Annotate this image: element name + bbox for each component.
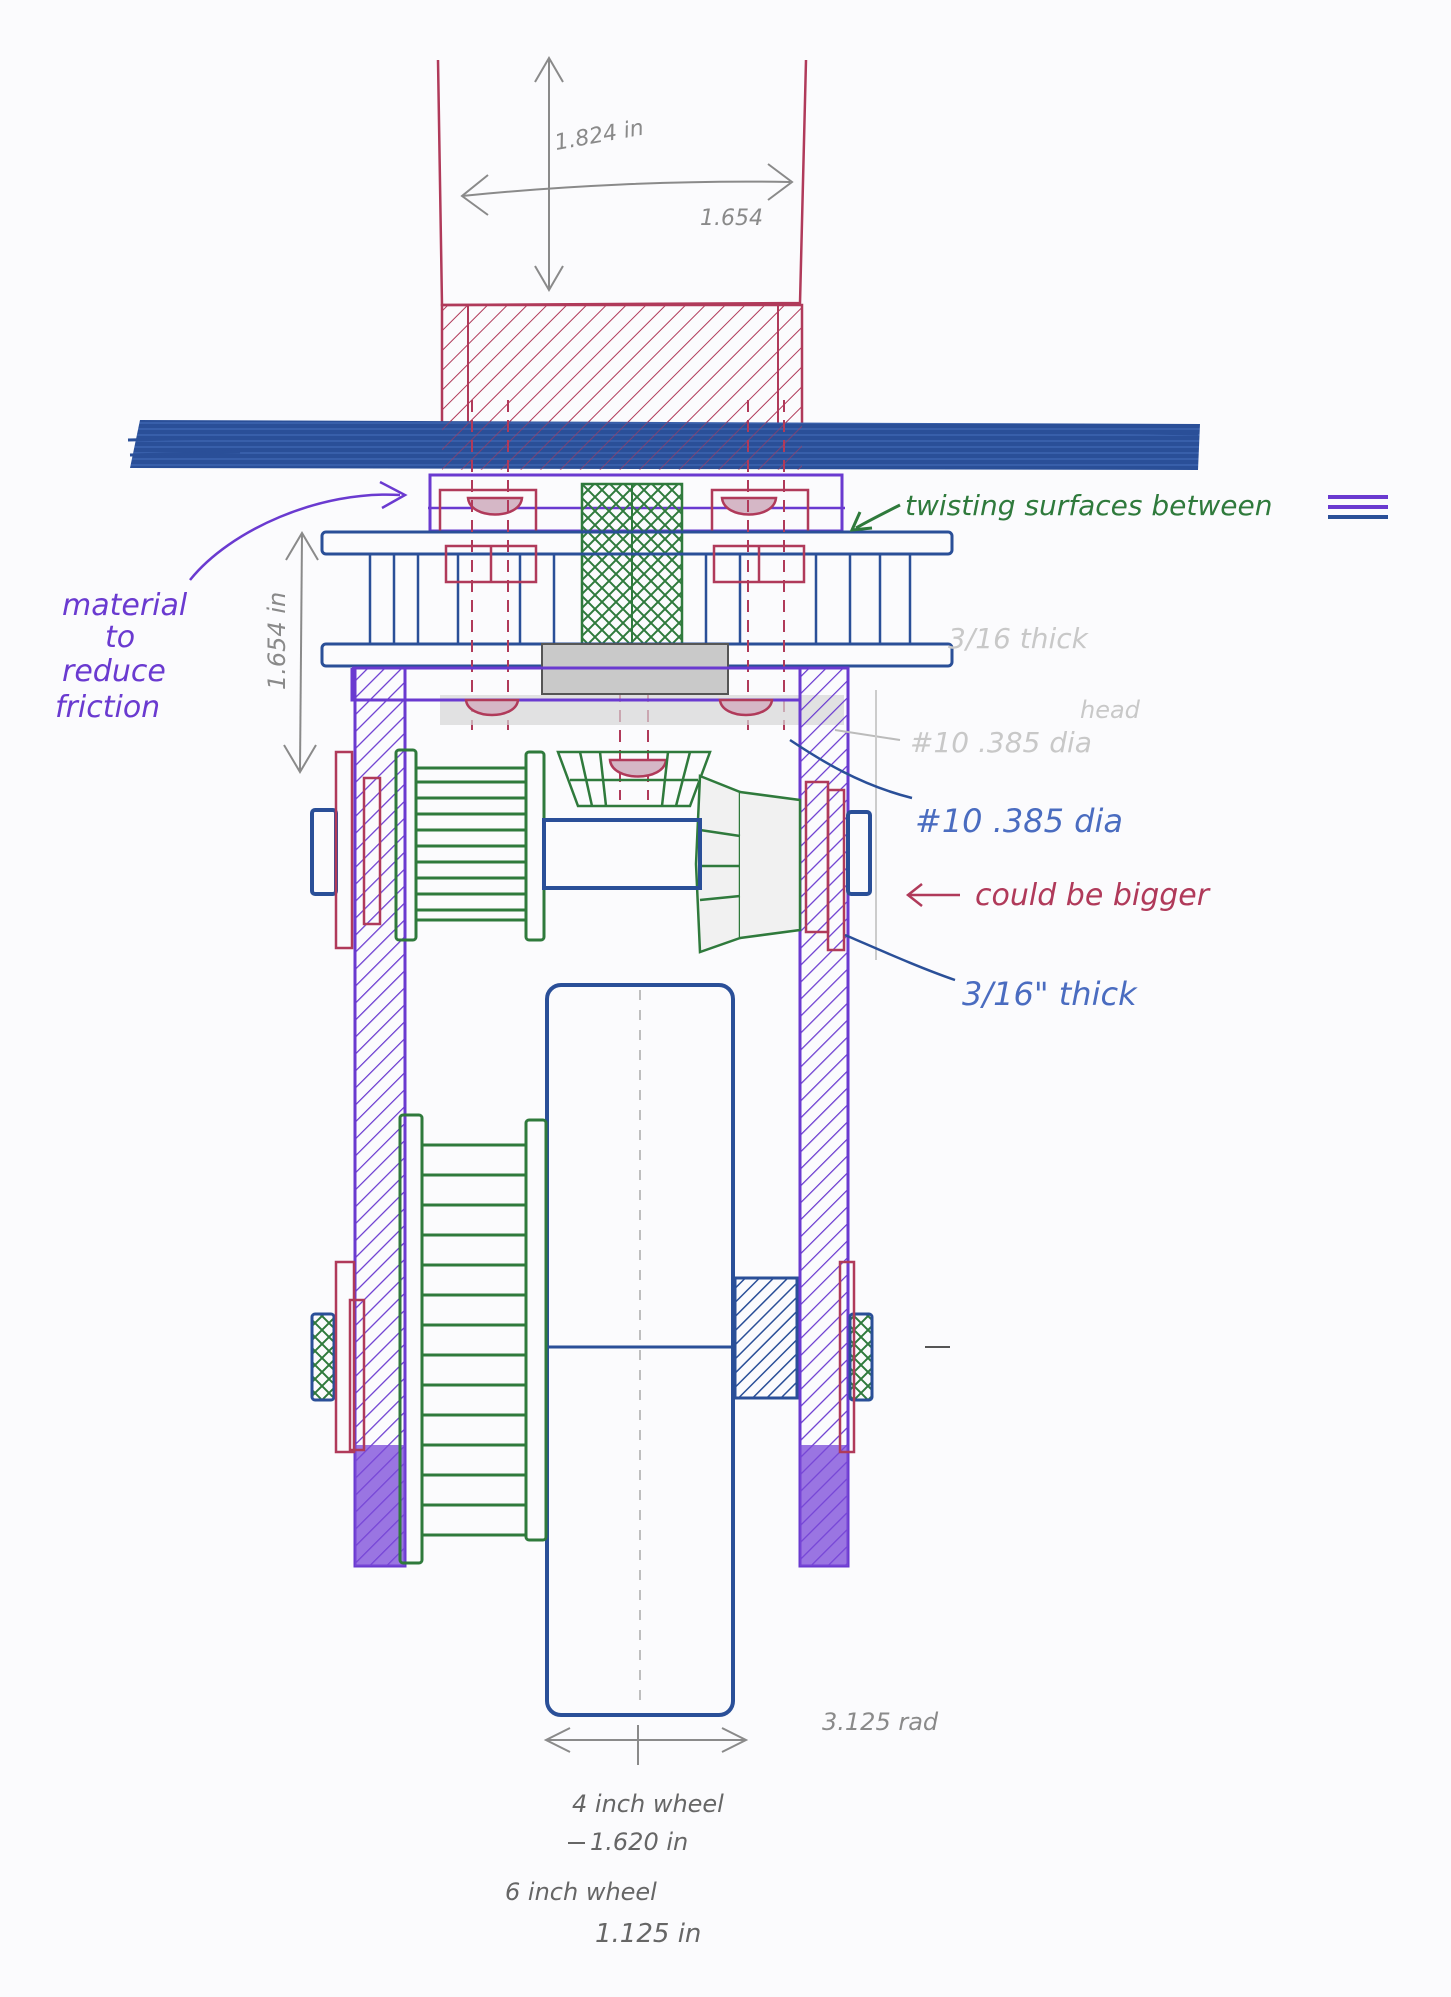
material-label-line2: to bbox=[105, 620, 135, 655]
tube-width-label: 1.654 bbox=[700, 206, 763, 231]
bearing-ribs bbox=[368, 554, 912, 644]
frame-gap-label: 1.654 in bbox=[263, 592, 291, 690]
bolt-label: #10 .385 dia bbox=[915, 802, 1123, 840]
bearing-nut-blocks bbox=[444, 544, 806, 584]
upper-spool bbox=[394, 748, 546, 942]
bolt-heads-lower bbox=[464, 698, 774, 778]
material-label-line1: material bbox=[62, 588, 188, 623]
bevel-gear-side bbox=[694, 774, 802, 954]
tube-dimension-arrows bbox=[460, 56, 794, 292]
faint-leader bbox=[834, 729, 901, 741]
faint-thickness-note: 3/16 thick bbox=[948, 622, 1090, 655]
twisting-label: twisting surfaces between bbox=[905, 489, 1272, 522]
lower-axle-ends bbox=[310, 1312, 874, 1402]
faint-head-note: head bbox=[1080, 696, 1141, 724]
lower-axle-hub bbox=[733, 1276, 799, 1400]
wheel-6in-value: 1.125 in bbox=[595, 1919, 701, 1949]
tube-height-label: 1.824 in bbox=[553, 116, 646, 156]
caster-wheel bbox=[545, 983, 735, 1717]
material-label-line3: reduce bbox=[62, 654, 166, 689]
twisting-legend-marks bbox=[1328, 495, 1388, 519]
lower-spool bbox=[398, 1113, 548, 1565]
tube-through-plate bbox=[442, 420, 802, 470]
material-label-line4: friction bbox=[55, 690, 160, 725]
faint-bolt-note: #10 .385 dia bbox=[910, 726, 1092, 759]
thick-label: 3/16" thick bbox=[962, 975, 1138, 1013]
wheel-6in-label: 6 inch wheel bbox=[505, 1878, 657, 1906]
wheel-4in-value: 1.620 in bbox=[590, 1828, 688, 1856]
bearing-upper-plate bbox=[320, 530, 954, 556]
wheel-4in-label: 4 inch wheel bbox=[572, 1790, 724, 1818]
frame-gap-arrow bbox=[283, 531, 319, 774]
wheel-radius-label: 3.125 rad bbox=[822, 1708, 939, 1736]
thick-leader bbox=[844, 933, 956, 982]
bigger-arrow bbox=[905, 883, 960, 907]
bigger-label: could be bigger bbox=[975, 878, 1211, 913]
wheel-width-arrow bbox=[543, 1725, 749, 1765]
lower-spacers bbox=[334, 1260, 856, 1454]
upper-spacers bbox=[334, 750, 846, 952]
material-arrow bbox=[189, 480, 408, 581]
twisting-arrow bbox=[849, 503, 901, 532]
bevel-gear-upper bbox=[556, 750, 712, 808]
bolt-leader bbox=[789, 738, 913, 800]
square-tube bbox=[436, 59, 808, 432]
